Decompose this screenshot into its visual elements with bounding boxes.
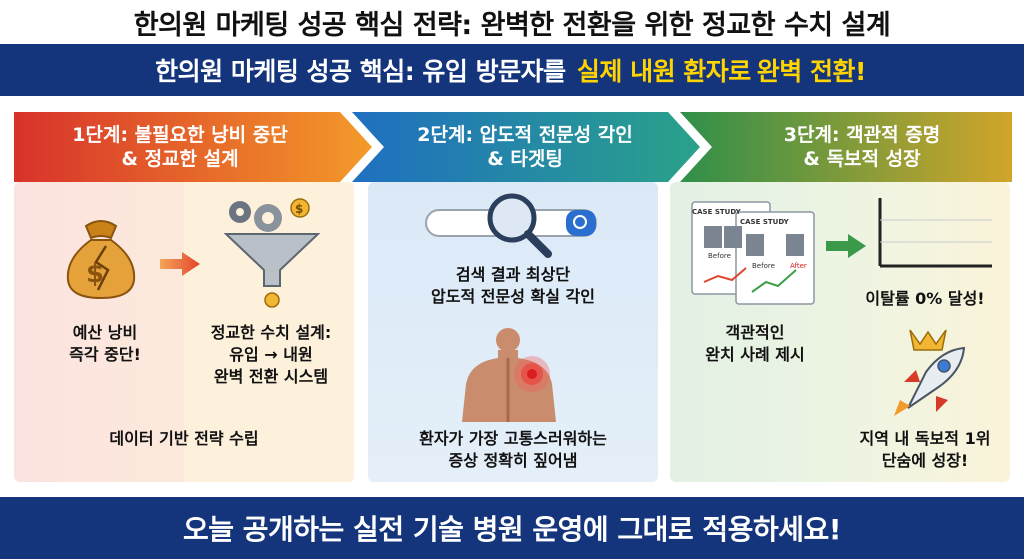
crown-icon [909, 329, 947, 351]
magnifier-icon [487, 193, 537, 243]
design-line1: 정교한 수치 설계: [210, 323, 332, 342]
growth-chart-icon [878, 198, 992, 268]
after-label: After [790, 262, 807, 270]
arrow-right-icon [160, 252, 200, 276]
step2-header-line1: 2단계: 압도적 전문성 각인 [417, 124, 633, 146]
case-label-1: CASE STUDY [692, 208, 741, 216]
growth-line2: 단숨에 성장! [881, 451, 969, 470]
before-label-1: Before [708, 252, 731, 260]
step3-header: 3단계: 객관적 증명& 독보적 성장 [712, 112, 1012, 182]
growth-text: 지역 내 독보적 1위 단숨에 성장! [840, 428, 1010, 472]
design-line3: 완벽 전환 시스템 [213, 367, 329, 386]
subtitle-banner: 한의원 마케팅 성공 핵심: 유입 방문자를 실제 내원 환자로 완벽 전환! [0, 44, 1024, 96]
search-line1: 검색 결과 최상단 [455, 265, 571, 284]
dollar-coin-icon [290, 198, 310, 218]
funnel-icon: $ [223, 198, 321, 308]
growth-line1: 지역 내 독보적 1위 [859, 429, 991, 448]
step1-chevron [14, 112, 372, 182]
step1-panel-right [184, 182, 354, 482]
step1-header-line2: & 정교한 설계 [121, 148, 239, 170]
svg-text:$: $ [86, 259, 104, 289]
subtitle-text: 한의원 마케팅 성공 핵심: 유입 방문자를 [155, 57, 566, 86]
step3-chevron [680, 112, 1012, 182]
pain-line2: 증상 정확히 짚어냄 [448, 451, 578, 470]
search-bar-icon [425, 193, 597, 258]
case-result-text: 객관적인 완치 사례 제시 [680, 322, 830, 366]
data-strategy-text: 데이터 기반 전략 수립 [109, 429, 259, 448]
step2-chevron [352, 112, 700, 182]
design-line2: 유입 → 내원 [229, 345, 313, 364]
svg-text:$: $ [295, 202, 303, 216]
budget-line1: 예산 낭비 [72, 323, 138, 342]
step1-header-line1: 1단계: 불필요한 낭비 중단 [72, 124, 288, 146]
numeric-design-text: 정교한 수치 설계: 유입 → 내원 완벽 전환 시스템 [188, 322, 354, 388]
case-label-2: CASE STUDY [740, 218, 789, 226]
case-line2: 완치 사례 제시 [705, 345, 805, 364]
before-label-2: Before [752, 262, 775, 270]
pain-line1: 환자가 가장 고통스러워하는 [419, 429, 607, 448]
step-header-ribbon [14, 112, 1012, 182]
budget-stop-text: 예산 낭비 즉각 중단! [40, 322, 170, 366]
step2-header: 2단계: 압도적 전문성 각인& 타겟팅 [380, 112, 670, 182]
step2-header-line2: & 타겟팅 [487, 148, 563, 170]
subtitle-highlight-2: 완벽 전환! [756, 57, 867, 86]
case-line1: 객관적인 [725, 323, 785, 342]
step1-header: 1단계: 불필요한 낭비 중단& 정교한 설계 [20, 112, 340, 182]
money-bag-icon: $ [66, 220, 136, 300]
bottom-banner: 오늘 공개하는 실전 기술 병원 운영에 그대로 적용하세요! [0, 497, 1024, 559]
budget-line2: 즉각 중단! [69, 345, 141, 364]
rocket-icon [894, 329, 966, 416]
search-line2: 압도적 전문성 확실 각인 [431, 287, 595, 306]
bounce-rate-text: 이탈률 0% 달성! [865, 289, 985, 308]
arrow-right-icon-green [826, 234, 866, 258]
search-top-text: 검색 결과 최상단 압도적 전문성 확실 각인 [368, 264, 658, 308]
body-pain-icon [462, 328, 556, 422]
step3-header-line2: & 독보적 성장 [803, 148, 921, 170]
pain-point-text: 환자가 가장 고통스러워하는 증상 정확히 짚어냄 [368, 428, 658, 472]
case-study-icon [691, 201, 815, 305]
main-title: 한의원 마케팅 성공 핵심 전략: 완벽한 전환을 위한 정교한 수치 설계 [133, 9, 891, 41]
subtitle-highlight-1: 실제 내원 환자로 [576, 57, 751, 86]
step3-header-line1: 3단계: 객관적 증명 [783, 124, 941, 146]
